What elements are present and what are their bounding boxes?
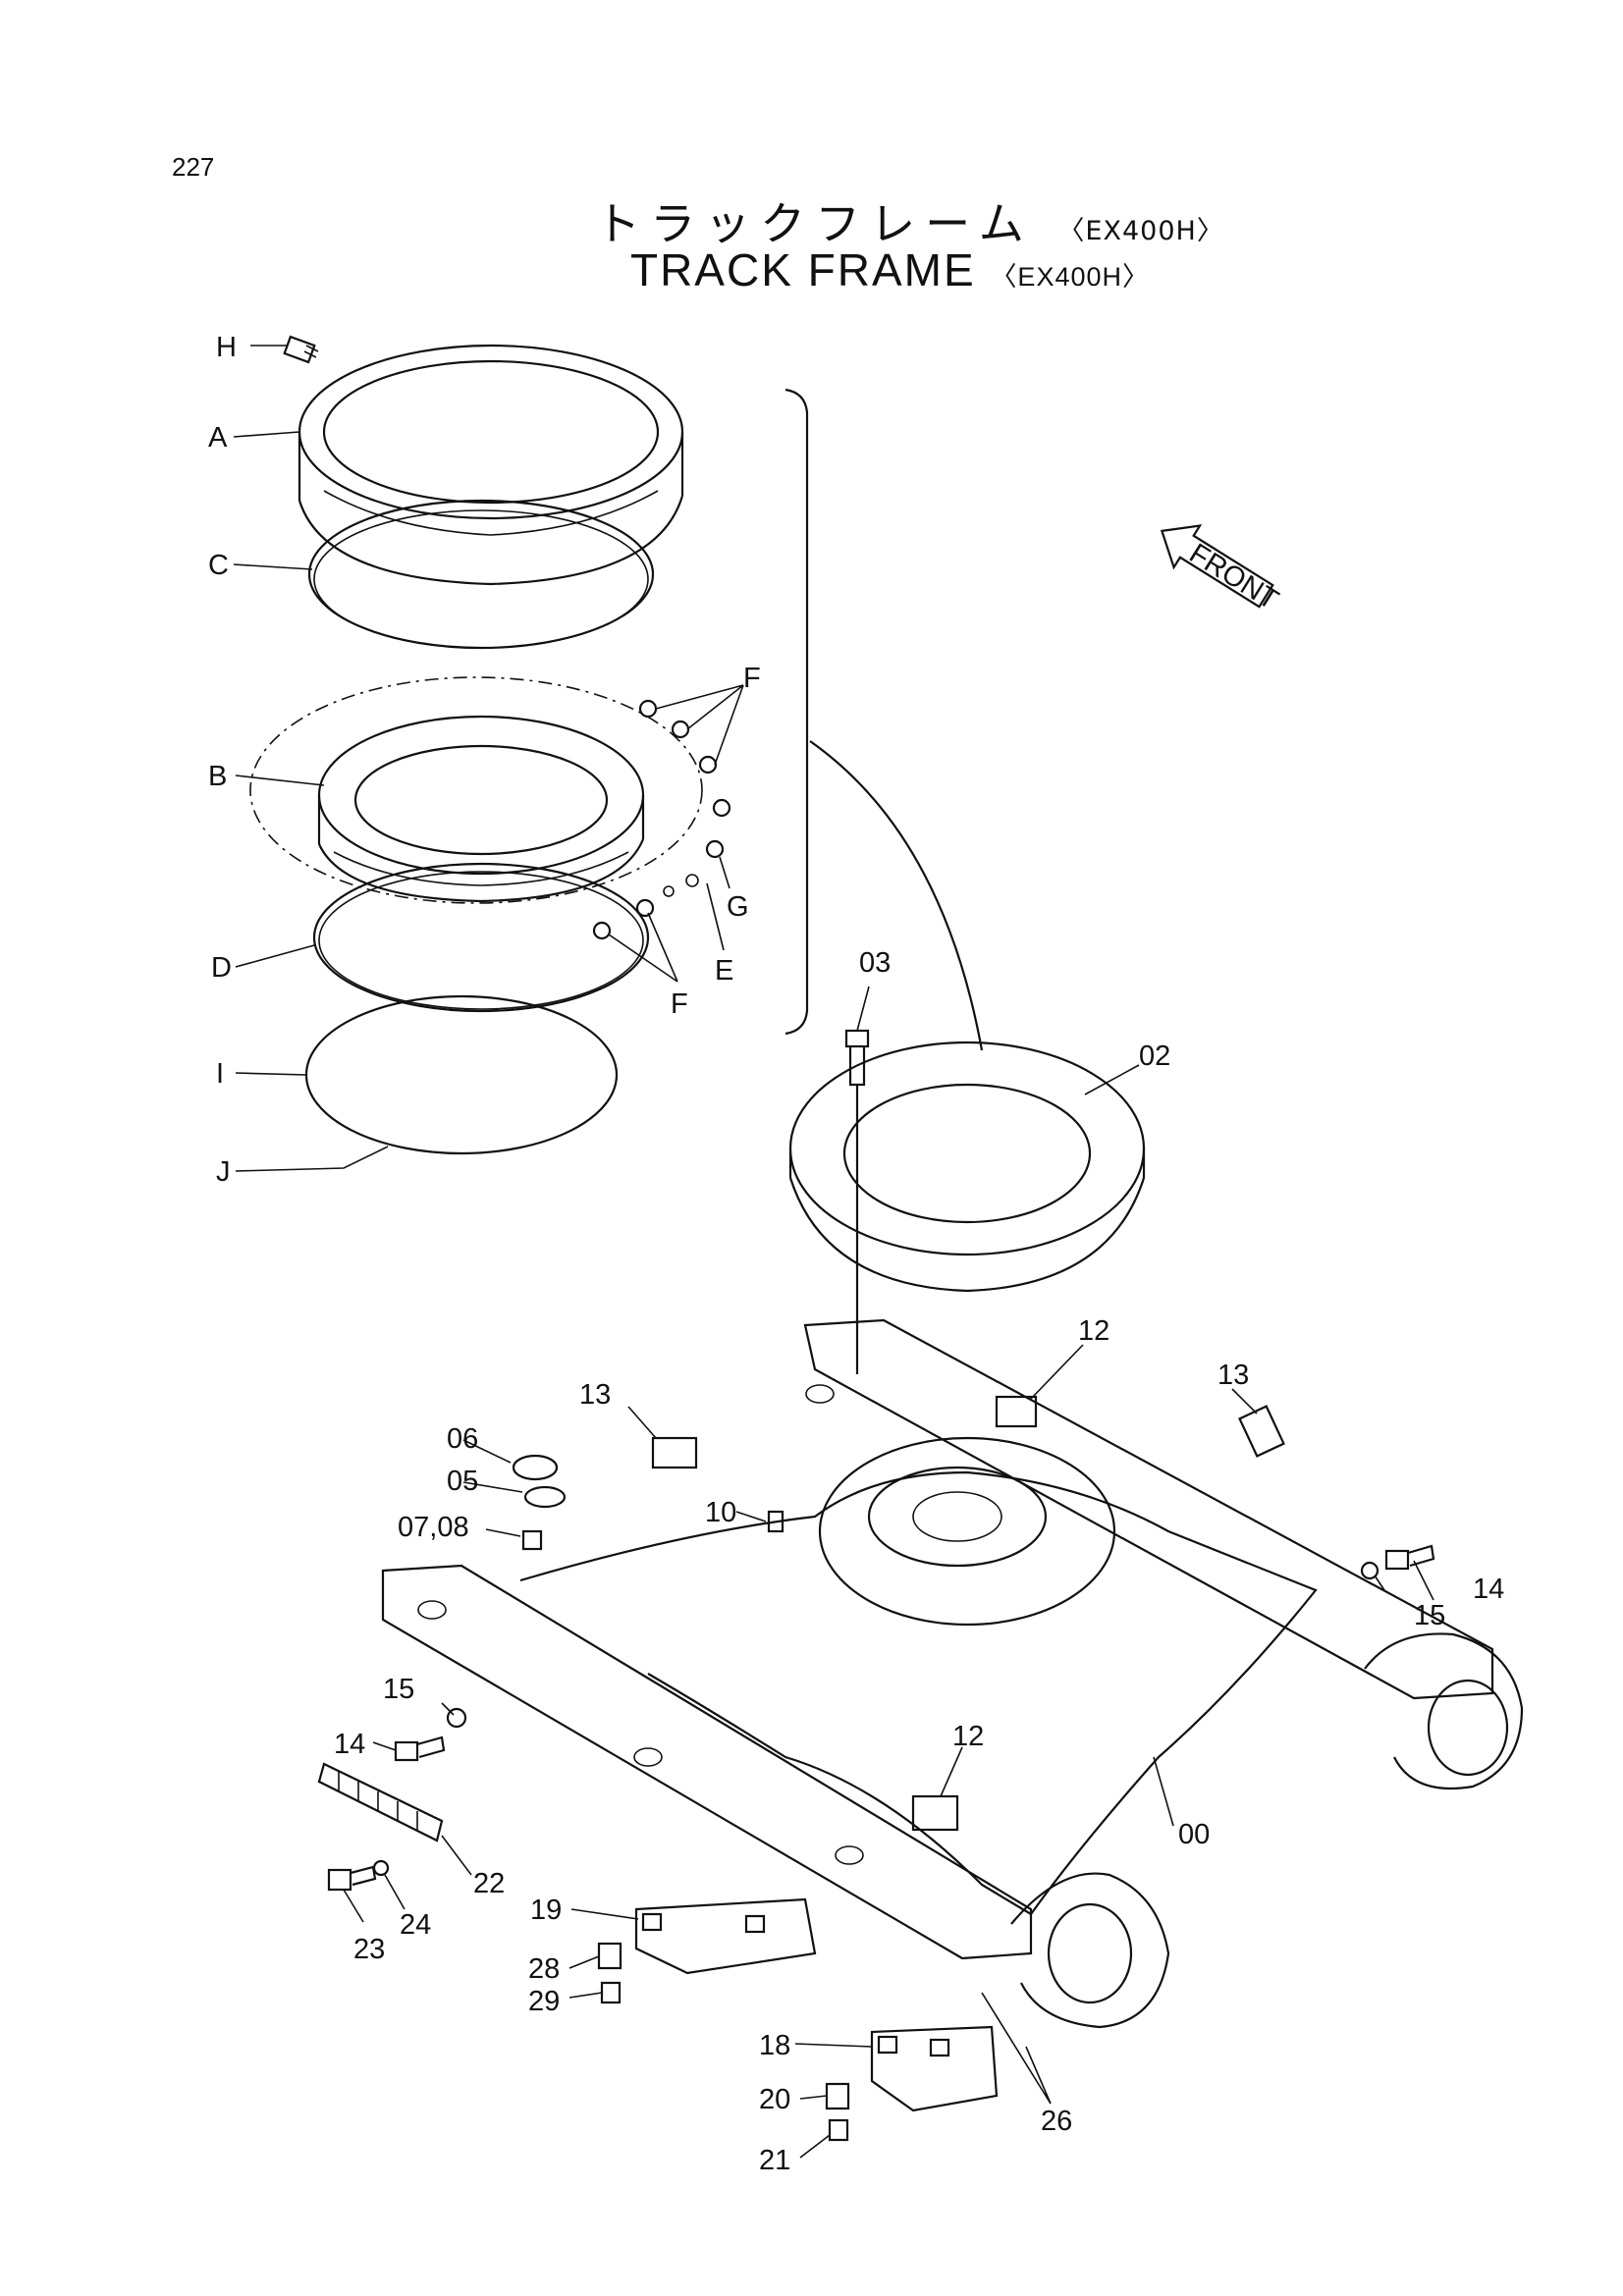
label-e: E — [715, 955, 733, 987]
label-21: 21 — [759, 2145, 790, 2176]
bolt-23-24 — [327, 1859, 390, 1892]
washer-15-right — [1360, 1561, 1380, 1580]
label-f-lower: F — [671, 988, 688, 1020]
ring-i — [304, 994, 619, 1155]
title-english: TRACK FRAME 〈EX400H〉 — [79, 243, 1623, 296]
label-j: J — [216, 1156, 231, 1188]
title-en-model: 〈EX400H〉 — [990, 262, 1151, 292]
rack-plate-22 — [317, 1762, 444, 1842]
bushing-28-29 — [597, 1942, 622, 2004]
front-arrow-icon: FRONT — [1160, 524, 1284, 616]
slew-ring-02 — [788, 1041, 1146, 1293]
title-jp-model: 〈EX400H〉 — [1057, 216, 1224, 246]
seal-c — [307, 499, 655, 650]
leader-lines — [233, 345, 1434, 2159]
assembly-outline — [249, 676, 703, 904]
label-22: 22 — [473, 1868, 505, 1899]
label-02: 02 — [1139, 1041, 1170, 1072]
track-shoe-18 — [870, 2025, 999, 2112]
label-10: 10 — [705, 1497, 736, 1528]
seal-d — [312, 862, 650, 1013]
label-20: 20 — [759, 2084, 790, 2115]
label-14-left: 14 — [334, 1729, 365, 1760]
label-f-upper: F — [743, 663, 761, 694]
leader-curve — [809, 740, 984, 1051]
label-b: B — [208, 761, 227, 792]
label-05: 05 — [447, 1466, 478, 1497]
label-12-top: 12 — [1078, 1315, 1109, 1347]
label-00: 00 — [1178, 1819, 1210, 1850]
label-13-right: 13 — [1217, 1360, 1249, 1391]
label-03: 03 — [859, 947, 891, 979]
label-19: 19 — [530, 1895, 562, 1926]
label-28: 28 — [528, 1953, 560, 1985]
block-12-bottom — [911, 1794, 959, 1832]
group-bracket — [784, 388, 809, 1036]
label-15-right: 15 — [1414, 1600, 1445, 1631]
label-23: 23 — [353, 1934, 385, 1965]
washer-15-left — [446, 1707, 467, 1729]
label-g: G — [727, 891, 749, 923]
bushing-20-21 — [825, 2082, 850, 2142]
label-07-08: 07,08 — [398, 1512, 469, 1543]
block-12-top — [995, 1395, 1038, 1428]
label-13-left: 13 — [579, 1379, 611, 1411]
label-24: 24 — [400, 1909, 431, 1941]
balls-f-g-e — [592, 699, 731, 940]
block-13-right — [1238, 1405, 1285, 1458]
label-15-left: 15 — [383, 1674, 414, 1705]
block-13-left — [651, 1436, 698, 1469]
front-arrow-text: FRONT — [1184, 538, 1284, 616]
label-26: 26 — [1041, 2106, 1072, 2137]
fitting-10 — [767, 1510, 784, 1533]
label-29: 29 — [528, 1986, 560, 2017]
label-18: 18 — [759, 2030, 790, 2061]
page-number: 227 — [172, 152, 215, 182]
title-japanese: トラックフレーム 〈EX400H〉 — [98, 188, 1623, 253]
bolt-14-left — [394, 1735, 446, 1762]
bolt-h — [283, 335, 319, 364]
track-frame-00 — [381, 1318, 1524, 2029]
label-a: A — [208, 422, 228, 454]
label-i: I — [216, 1058, 224, 1090]
track-shoe-19 — [634, 1897, 817, 1975]
title-en-text: TRACK FRAME — [629, 244, 976, 295]
plates-05-06 — [512, 1454, 567, 1551]
bolt-14-right — [1384, 1544, 1435, 1571]
label-h: H — [216, 332, 237, 363]
part-labels: H A C B D I J F G E F 03 02 12 13 13 06 … — [208, 332, 1504, 2176]
label-c: C — [208, 550, 229, 581]
label-14-right: 14 — [1473, 1574, 1504, 1605]
label-06: 06 — [447, 1423, 478, 1455]
title-jp-text: トラックフレーム — [595, 197, 1034, 250]
ring-a — [298, 344, 684, 586]
ring-b — [317, 715, 645, 903]
label-d: D — [211, 952, 232, 984]
label-12-bottom: 12 — [952, 1721, 984, 1752]
